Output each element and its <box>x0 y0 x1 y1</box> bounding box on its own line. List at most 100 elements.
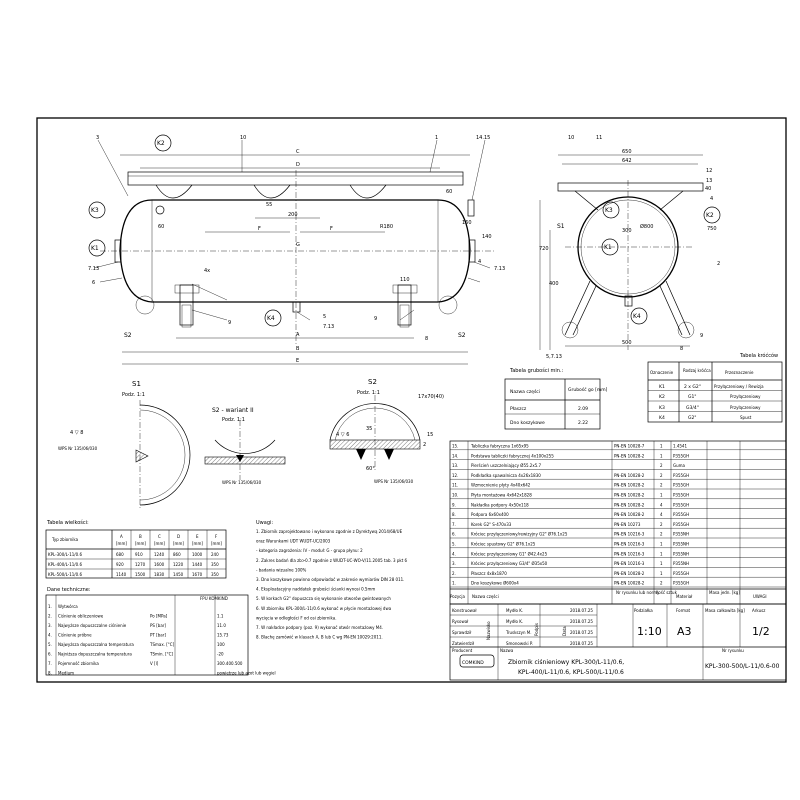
sizes-cell: KPL-500/L-11/0.6 <box>48 572 82 577</box>
label-s2-right: S2 <box>458 332 466 339</box>
sizes-cell: 1600 <box>154 562 165 567</box>
tech-row-label: Najwyższe dopuszczalne ciśnienie <box>58 623 127 628</box>
detail-s2-title: S2 <box>368 378 377 386</box>
balloon-k1: K1 <box>91 245 99 252</box>
parts-cell: Nakładka podpory 4x50x118 <box>471 502 529 507</box>
weld-note: 4 ▽ 6 <box>336 432 349 438</box>
dim: 60 <box>446 189 452 195</box>
parts-cell: PN-EN 10028-7 <box>614 444 645 449</box>
parts-cell: PN-EN 10028-2 <box>614 571 645 576</box>
conn-cell: K3 <box>659 405 665 411</box>
parts-header: Masa jedn. [kg] <box>709 590 740 595</box>
tech-row-num: 5. <box>48 642 52 647</box>
balloon-k3: K3 <box>91 207 99 214</box>
conn-cell: K2 <box>659 394 665 400</box>
note-line: 4. Eksploatacyjny naddatek grubości ścia… <box>256 587 375 592</box>
sizes-cell: 860 <box>173 552 181 557</box>
nazwa-label: Nazwa <box>500 648 514 653</box>
dim: 160 <box>462 220 472 226</box>
dim: 400 <box>549 281 559 287</box>
parts-cell: P355GH <box>673 453 689 458</box>
parts-cell: 8. <box>452 512 456 517</box>
parts-cell: 2 <box>660 463 663 468</box>
conn-cell: Spust <box>740 415 752 420</box>
tech-row-label: Najwyższa dopuszczalna temperatura <box>58 642 134 647</box>
note-line: 1. Zbiornik zaprojektowano i wykonano zg… <box>256 529 403 534</box>
parts-cell: PN-EN 10216-3 <box>614 532 645 537</box>
leader-note: 4x <box>204 268 210 274</box>
note-line: 3. Dno koszykowe powinno odpowiadać w za… <box>256 577 404 582</box>
wps-ref: WPS Nr 135/06/030 <box>58 446 98 451</box>
nr-rysunku-label: Nr rysunku <box>722 648 744 653</box>
tech-row-num: 3. <box>48 623 52 628</box>
drawing-title-line2: KPL-400/L-11/0.6, KPL-500/L-11/0.6 <box>518 669 624 676</box>
tech-row-value: powietrze lub azot lub węgiel <box>217 671 276 676</box>
part-number: 9 <box>374 316 377 322</box>
parts-header: Ilość sztuk <box>656 590 678 595</box>
tech-row-label: Ciśnienie próbne <box>58 633 92 638</box>
parts-cell: P355NH <box>673 561 689 566</box>
parts-cell: Podkładka spawalnicza 4x26x1830 <box>471 473 541 478</box>
parts-cell: 2 <box>660 581 663 586</box>
side-view <box>539 154 704 350</box>
sizes-cell: KPL-300/L-11/0.6 <box>48 552 82 557</box>
role-date: 2018.07.25 <box>570 619 593 624</box>
note-line: - kategoria zagrożenia: IV - moduł: G - … <box>256 548 363 553</box>
sizes-header: [mm] <box>135 541 146 546</box>
th-cell: Płaszcz <box>510 406 527 412</box>
parts-cell: Guma <box>673 463 686 468</box>
conn-cell: Przyłączeniowy / Rewizja <box>714 384 764 389</box>
dim: 140 <box>482 234 492 240</box>
sizes-cell: 1140 <box>116 572 127 577</box>
part-number: 7.13 <box>494 266 505 272</box>
tech-data-header-right: FPU KOMKIND <box>200 596 228 601</box>
parts-cell: 2. <box>452 571 456 576</box>
tech-data-table: Dane techniczne: FPU KOMKIND <box>45 587 249 676</box>
tech-row-value: 1.1 <box>217 614 224 619</box>
dim-f: F <box>330 226 333 232</box>
part-number: 12 <box>706 168 712 174</box>
tech-row-label: Medium <box>58 671 74 676</box>
wps-ref: WPS Nr 135/06/030 <box>374 479 414 484</box>
tech-row-num: 4. <box>48 633 52 638</box>
tech-row-num: 8. <box>48 671 52 676</box>
conn-cell: K4 <box>659 415 665 421</box>
tech-row-value: 100 <box>217 642 225 647</box>
note-line: - badania wizualne 100% <box>256 567 307 572</box>
part-number: 14.15 <box>476 135 490 141</box>
parts-cell: PN-EN 10216-3 <box>614 542 645 547</box>
arkusz-label: Arkusz <box>752 608 765 613</box>
parts-cell: 1.4541 <box>673 444 687 449</box>
dim: 650 <box>622 149 632 155</box>
sizes-table-title: Tabela wielkości: <box>46 519 89 526</box>
tech-row-value: -20 <box>217 652 224 657</box>
podzialka-label: Podziałka <box>634 608 653 613</box>
balloon-k1-side: K1 <box>604 244 612 251</box>
tech-row-num: 7. <box>48 661 52 666</box>
sizes-header: E <box>196 534 199 539</box>
dim-a: A <box>296 332 300 338</box>
sizes-table-text: Typ zbiornikaA[mm]B[mm]C[mm]D[mm]E[mm]F[… <box>48 534 222 577</box>
part-number: 10 <box>240 135 246 141</box>
role-label: Sprawdził <box>452 630 472 635</box>
dim: 17x70(40) <box>418 394 444 400</box>
note-line: wycięcia w odległości F od osi zbiornika… <box>256 615 336 620</box>
detail-s2v-scale: Podz. 1:1 <box>222 417 245 423</box>
front-view <box>93 139 495 365</box>
sizes-cell: 910 <box>135 552 143 557</box>
role-date: 2018.07.25 <box>570 641 593 646</box>
part-number: 5 <box>323 314 326 320</box>
dim: Ø800 <box>640 223 653 230</box>
sheet-border <box>36 117 787 683</box>
parts-cell: 2 <box>660 522 663 527</box>
parts-cell: 4 <box>660 502 663 507</box>
tech-row-unit: Po [MPa] <box>150 614 168 619</box>
parts-cell: PN-EN 10273 <box>614 522 641 527</box>
dim: 110 <box>400 277 410 283</box>
parts-cell: Dno koszykowe Ø600x4 <box>471 581 519 586</box>
parts-cell: 4 <box>660 512 663 517</box>
thickness-table-title: Tabela grubości min.: <box>509 367 564 374</box>
role-label: Rysował <box>452 619 469 624</box>
